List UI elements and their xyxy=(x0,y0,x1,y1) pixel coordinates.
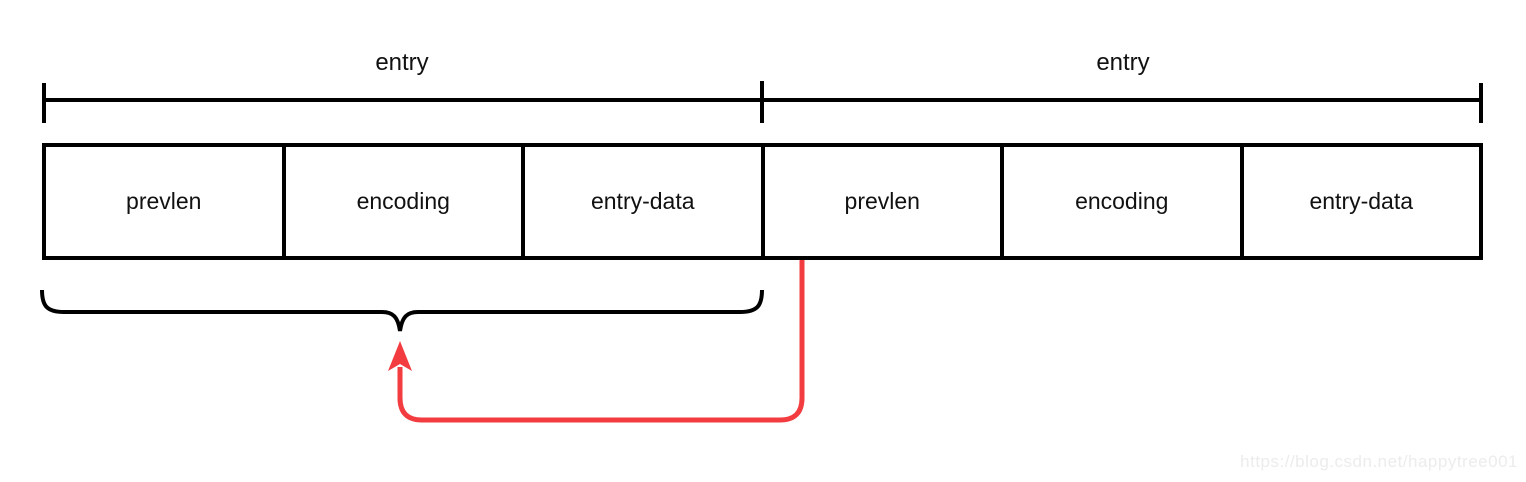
prevlen-pointer-arrow xyxy=(388,233,805,423)
entry-label-2: entry xyxy=(1096,49,1150,76)
entry-fields-row: prevlen encoding entry-data prevlen enco… xyxy=(42,143,1483,260)
field-cell-prevlen-1: prevlen xyxy=(46,147,286,256)
field-cell-encoding-2: encoding xyxy=(1004,147,1244,256)
first-entry-brace xyxy=(40,289,764,332)
prevlen-arrow-line xyxy=(397,233,805,423)
entry-label-1: entry xyxy=(375,49,429,76)
watermark: https://blog.csdn.net/happytree001 xyxy=(1240,452,1518,471)
field-cell-encoding-1: encoding xyxy=(285,147,525,256)
field-cell-prevlen-2: prevlen xyxy=(764,147,1004,256)
field-cell-entry-data-1: entry-data xyxy=(525,147,765,256)
field-cell-entry-data-2: entry-data xyxy=(1243,147,1479,256)
entry-span-bracket xyxy=(42,81,1483,123)
prevlen-arrowhead-icon xyxy=(388,341,412,371)
